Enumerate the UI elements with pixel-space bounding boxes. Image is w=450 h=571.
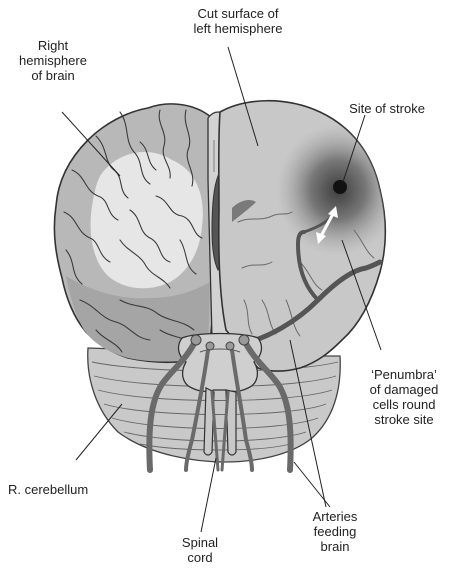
label-penumbra: ‘Penumbra’ of damaged cells round stroke… xyxy=(362,367,446,427)
label-right-hemisphere-line3: of brain xyxy=(10,68,96,83)
label-penumbra-line2: of damaged xyxy=(362,382,446,397)
label-spinal-cord-line1: Spinal xyxy=(170,535,230,550)
label-spinal-cord-line2: cord xyxy=(170,550,230,565)
left-hemisphere-cut-surface xyxy=(219,101,400,371)
label-r-cerebellum-line1: R. cerebellum xyxy=(8,482,118,497)
label-cut-surface-line2: left hemisphere xyxy=(176,21,300,36)
stroke-site-marker-icon xyxy=(333,180,347,194)
label-arteries-line1: Arteries xyxy=(300,509,370,524)
label-penumbra-line1: ‘Penumbra’ xyxy=(362,367,446,382)
label-site-of-stroke-line1: Site of stroke xyxy=(334,101,440,116)
label-arteries-line2: feeding xyxy=(300,524,370,539)
label-arteries: Arteries feeding brain xyxy=(300,509,370,554)
label-arteries-line3: brain xyxy=(300,539,370,554)
label-site-of-stroke: Site of stroke xyxy=(334,101,440,116)
label-penumbra-line3: cells round xyxy=(362,397,446,412)
label-right-hemisphere-line2: hemisphere xyxy=(10,53,96,68)
label-spinal-cord: Spinal cord xyxy=(170,535,230,565)
label-cut-surface-line1: Cut surface of xyxy=(176,6,300,21)
label-right-hemisphere: Right hemisphere of brain xyxy=(10,38,96,83)
label-penumbra-line4: stroke site xyxy=(362,412,446,427)
label-right-hemisphere-line1: Right xyxy=(10,38,96,53)
label-r-cerebellum: R. cerebellum xyxy=(8,482,118,497)
right-hemisphere xyxy=(54,104,215,362)
label-cut-surface: Cut surface of left hemisphere xyxy=(176,6,300,36)
